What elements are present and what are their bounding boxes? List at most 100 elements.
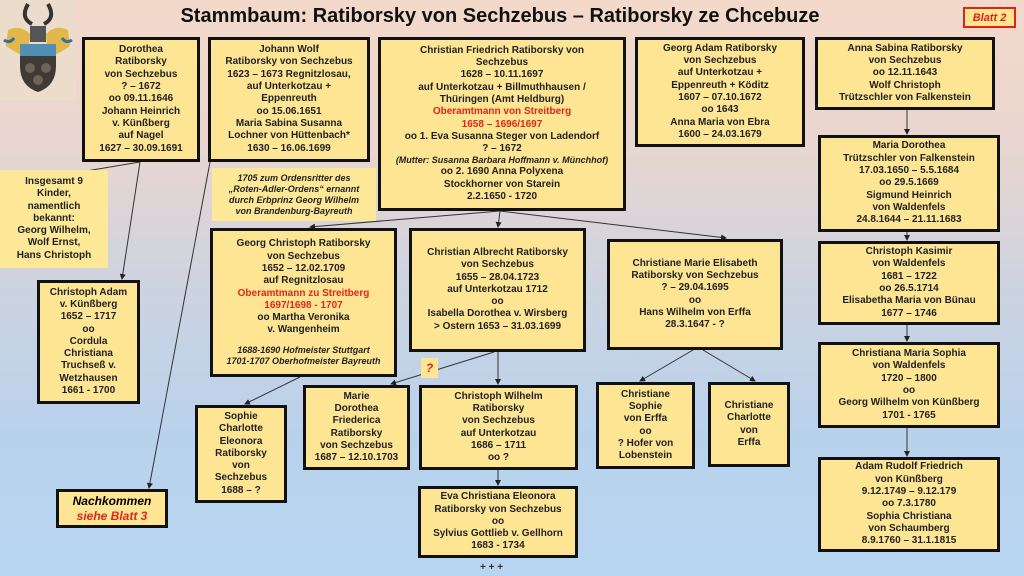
box-line: von Sechzebus bbox=[683, 55, 757, 67]
box-line: 1658 – 1696/1697 bbox=[461, 118, 543, 130]
box-line: Georg Adam Ratiborsky bbox=[662, 42, 778, 54]
box-line: oo 09.11.1646 bbox=[108, 93, 174, 105]
box-line: (Mutter: Susanna Barbara Hoffmann v. Mün… bbox=[395, 155, 609, 166]
box-line: von Sechzebus bbox=[868, 55, 942, 67]
connector bbox=[309, 210, 501, 230]
box-line: oo 29.5.1669 bbox=[879, 177, 939, 189]
box-line: „Roten-Adler-Ordens“ ernannt bbox=[228, 183, 360, 194]
box-line: Cordula bbox=[69, 335, 108, 347]
box-line: Georg Wilhelm, bbox=[17, 225, 91, 237]
box-line: von Sechzebus bbox=[267, 250, 340, 262]
box-line: Oberamtmann zu Streitberg bbox=[237, 287, 370, 299]
box-line: v. Künßberg bbox=[112, 117, 170, 129]
box-line: von Sechzebus bbox=[462, 415, 535, 427]
box-line: Ratiborsky bbox=[215, 447, 267, 459]
box-line: 1688 – ? bbox=[221, 484, 261, 496]
connector bbox=[146, 161, 211, 489]
descendants-reference-box: Nachkommen siehe Blatt 3 bbox=[56, 489, 168, 528]
box-line: oo bbox=[902, 385, 916, 396]
box-line: Eppenreuth + Köditz bbox=[671, 79, 769, 91]
box-line: Christoph Kasimir bbox=[865, 246, 953, 258]
box-line: 1630 – 16.06.1699 bbox=[247, 142, 331, 154]
box-line: Wetzhausen bbox=[59, 372, 118, 384]
box-line: auf Unterkotzau + Billmuthhausen / bbox=[418, 81, 586, 93]
box-line: Johann Wolf bbox=[259, 44, 319, 56]
box-line: 1652 – 12.02.1709 bbox=[261, 262, 346, 274]
box-line: Sophia Christiana bbox=[866, 510, 952, 522]
box-line: auf Unterkotzau 1712 bbox=[447, 283, 548, 295]
box-line: Christiana bbox=[64, 348, 113, 360]
box-line: oo Martha Veronika bbox=[257, 312, 350, 324]
box-line: Sechzebus bbox=[475, 57, 529, 69]
box-line: Trützschler von Falkenstein bbox=[839, 91, 971, 103]
box-line: Elisabetha Maria von Bünau bbox=[842, 295, 976, 307]
box-line: auf Nagel bbox=[118, 130, 164, 142]
box-line: Sechzebus bbox=[214, 472, 268, 484]
box-line: 1697/1698 - 1707 bbox=[264, 299, 343, 311]
box-line: 1688-1690 Hofmeister Stuttgart bbox=[237, 344, 370, 355]
uncertain-marker: ? bbox=[421, 358, 438, 378]
box-line: Wolf Christoph bbox=[869, 79, 941, 91]
box-line: Erffa bbox=[737, 436, 761, 448]
box-line: von bbox=[232, 460, 250, 472]
box-line: Sophie bbox=[628, 400, 663, 412]
box-line: bekannt: bbox=[33, 212, 75, 224]
box-line: Ratiborsky von Sechzebus bbox=[434, 503, 562, 515]
box-line: Insgesamt 9 bbox=[25, 175, 83, 187]
box-line: auf Unterkotzau + bbox=[246, 81, 332, 93]
box-line: namentlich bbox=[27, 200, 81, 212]
box-line: oo 15.06.1651 bbox=[256, 105, 322, 117]
connector bbox=[499, 210, 727, 241]
box-line: 1661 - 1700 bbox=[61, 385, 116, 397]
continuation-marker: + + + bbox=[480, 562, 504, 573]
coat-of-arms-icon bbox=[0, 0, 76, 100]
box-line: 1720 – 1800 bbox=[881, 372, 937, 384]
box-line: 1627 – 30.09.1691 bbox=[99, 142, 183, 154]
box-line: von Sechzebus bbox=[461, 259, 534, 271]
box-line: Kinder, bbox=[37, 188, 71, 200]
box-line: auf Unterkotzau + bbox=[677, 67, 763, 79]
box-line: Ratiborsky von Sechzebus bbox=[631, 269, 759, 281]
box-line: Anna Maria von Ebra bbox=[670, 116, 770, 128]
box-line: 8.9.1760 – 31.1.1815 bbox=[861, 535, 957, 547]
box-line: Isabella Dorothea v. Wirsberg bbox=[427, 308, 568, 320]
box-line: Oberamtmann von Streitberg bbox=[432, 106, 572, 118]
connector bbox=[702, 349, 756, 382]
box-line: Lobenstein bbox=[618, 450, 673, 462]
box-line: 1607 – 07.10.1672 bbox=[678, 92, 762, 103]
box-line: Trützschler von Falkenstein bbox=[843, 152, 975, 164]
box-line: Christian Albrecht Ratiborsky bbox=[427, 246, 568, 258]
box-line: Hans Wilhelm von Erffa bbox=[639, 306, 751, 318]
box-line: Christiane bbox=[621, 388, 670, 400]
box-line: 1701-1707 Oberhofmeister Bayreuth bbox=[226, 355, 381, 366]
box-line: auf Regnitzlosau bbox=[263, 275, 344, 287]
box-line: Truchseß v. bbox=[61, 360, 116, 372]
box-line: Maria Sabina Susanna bbox=[235, 117, 343, 129]
box-line: 1705 zum Ordensritter des bbox=[237, 172, 351, 183]
box-line: oo bbox=[491, 296, 504, 308]
box-line: ? – 1672 bbox=[121, 81, 161, 93]
box-line: Eppenreuth bbox=[261, 93, 317, 105]
box-line: ? – 1672 bbox=[482, 143, 522, 155]
box-line: Christoph Adam bbox=[49, 286, 128, 298]
box-line: Georg Christoph Ratiborsky bbox=[236, 238, 371, 250]
box-line: Marie bbox=[343, 390, 370, 402]
box-line: 1701 - 1765 bbox=[882, 409, 936, 421]
box-line: > Ostern 1653 – 31.03.1699 bbox=[433, 320, 562, 332]
box-line: Christiana Maria Sophia bbox=[852, 348, 966, 360]
note-order-knight: 1705 zum Ordensritter des„Roten-Adler-Or… bbox=[212, 168, 376, 221]
box-line: von Sechzebus bbox=[320, 439, 393, 451]
box-line: oo 12.11.1643 bbox=[872, 67, 938, 79]
